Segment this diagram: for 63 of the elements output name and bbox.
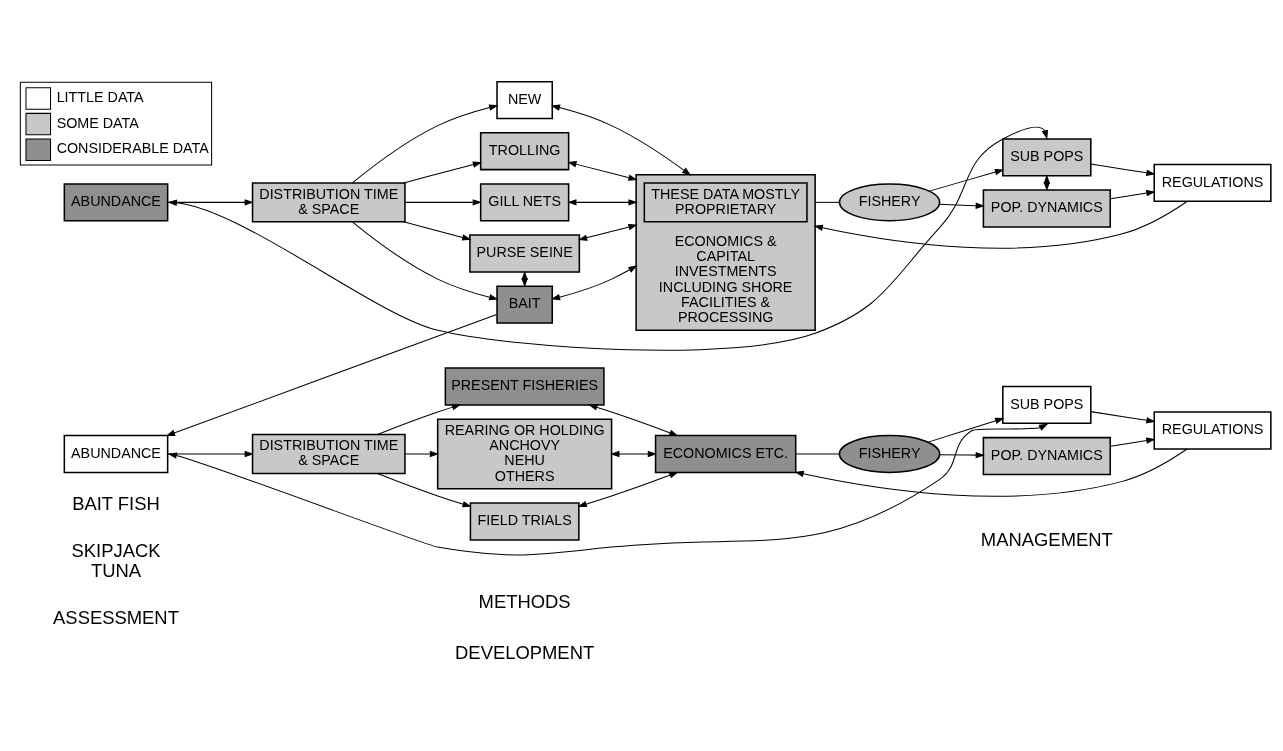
legend-label: SOME DATA [56,114,139,131]
node-box: ABUNDANCE [63,434,169,474]
arrow [404,450,440,458]
arrow [351,104,499,184]
node-box: ABUNDANCE [63,183,169,222]
arrow [577,471,679,508]
node-box: PURSE SEINE [469,234,581,273]
arrow [1110,437,1156,447]
node-box: TROLLING [479,132,570,171]
arrow [1090,411,1156,424]
arrow [794,448,1188,497]
node-box: POP. DYNAMICS [982,436,1111,476]
node-box: GILL NETS [479,183,570,222]
arrow [578,223,638,241]
arrow [567,161,638,181]
connector [814,201,841,203]
arrow [927,417,1005,443]
label: DEVELOPMENT [455,642,595,663]
arrow [403,221,472,241]
node-box: DISTRIBUTION TIME & SPACE [251,433,406,475]
arrow [377,404,462,435]
node-ellipse: FISHERY [838,183,941,222]
node-box: SUB POPS [1002,138,1092,177]
arrow [938,202,985,209]
connector [795,453,840,455]
legend-label: CONSIDERABLE DATA [56,140,209,157]
node-box: SUB POPS [1002,385,1092,425]
arrow [550,104,692,176]
arrow [165,314,498,437]
arrow [567,199,638,206]
arrow [377,473,472,508]
arrow [167,199,254,206]
node-box: REARING OR HOLDING ANCHOVY NEHU OTHERS [436,418,613,490]
label: BAIT FISH [72,492,160,514]
node-box: REGULATIONS [1153,163,1272,203]
arrow [167,450,254,458]
arrow [939,451,985,459]
arrow [813,200,1188,249]
node-box: DISTRIBUTION TIME & SPACE [251,182,406,223]
arrow [404,199,482,206]
legend-label: LITTLE DATA [56,89,144,106]
node-ellipse: FISHERY [838,434,941,474]
node-box: THESE DATA MOSTLY PROPRIETARY [643,182,808,223]
arrow [928,168,1005,192]
label: MANAGEMENT [980,529,1113,551]
node-box: FIELD TRIALS [469,502,580,541]
arrow [167,423,1049,556]
node-box: POP. DYNAMICS [982,189,1111,228]
arrow [1110,189,1156,200]
node-box: NEW [496,80,554,120]
label: ASSESSMENT [53,607,179,629]
label: METHODS [478,590,571,612]
arrow [403,161,483,184]
node-box: BAIT [496,285,554,324]
node-box: PRESENT FISHERIES [444,367,605,406]
arrow [550,265,638,301]
arrow [588,404,679,437]
arrow [1090,163,1156,176]
arrow [610,450,657,458]
arrow [351,221,499,301]
node-box: ECONOMICS ETC. [654,434,797,474]
node-box: REGULATIONS [1153,411,1272,450]
label: SKIPJACK TUNA [71,539,161,582]
